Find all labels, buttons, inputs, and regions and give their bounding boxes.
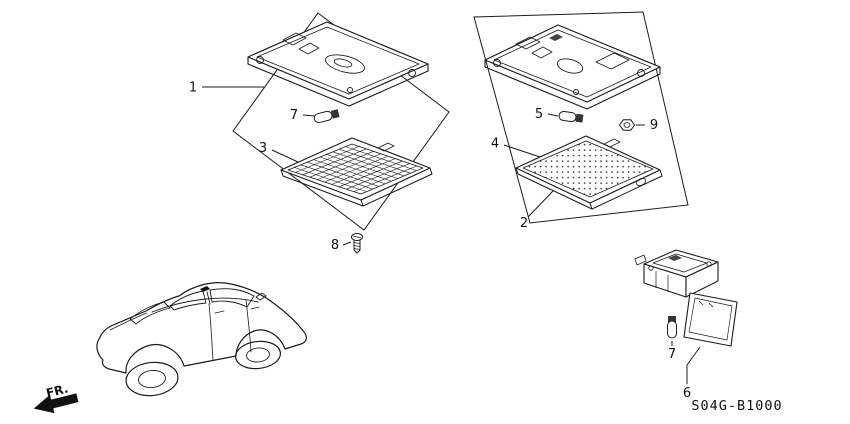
trunk-lamp-assembly [634,249,738,347]
callout-9[interactable]: 9 [636,118,658,133]
callout-5-label[interactable]: 5 [535,107,543,122]
left-lamp-enclosure [232,12,450,231]
right-bulb [558,110,584,123]
callout-7-left[interactable]: 7 [290,108,316,123]
vehicle-illustration [96,282,307,397]
trunk-lamp-bulb [667,316,677,339]
diagram-code: S04G-B1000 [691,398,782,414]
callout-3-label[interactable]: 3 [259,141,267,156]
callout-5[interactable]: 5 [535,107,559,122]
callout-9-label[interactable]: 9 [650,118,658,133]
callout-7-trunk-label[interactable]: 7 [668,347,676,362]
trunk-lamp-housing [634,249,719,298]
callout-1-label[interactable]: 1 [189,81,197,96]
fr-label: FR. [45,381,70,400]
fr-arrow-icon [33,393,79,414]
callout-2[interactable]: 2 [520,190,554,231]
callout-3[interactable]: 3 [259,141,299,163]
mounting-screw [351,233,363,254]
callout-4-label[interactable]: 4 [491,137,499,152]
mounting-nut [618,119,636,131]
callout-4[interactable]: 4 [491,137,541,158]
callout-2-label[interactable]: 2 [520,216,528,231]
left-lamp-housing [247,21,429,107]
callout-7-left-label[interactable]: 7 [290,108,298,123]
fr-direction-indicator: FR. [33,381,79,414]
left-bulb [313,109,340,124]
callout-7-trunk[interactable]: 7 [668,341,676,362]
callout-6-label[interactable]: 6 [683,386,691,401]
callout-1[interactable]: 1 [189,81,264,96]
callout-8[interactable]: 8 [331,238,352,253]
left-lamp-lens [280,137,433,207]
right-lamp-housing [484,24,661,110]
right-lamp-enclosure [473,11,689,224]
right-lamp-lens [515,135,663,210]
callout-8-label[interactable]: 8 [331,238,339,253]
trunk-lamp-lens-flap [683,292,738,347]
callout-6[interactable]: 6 [683,346,701,401]
